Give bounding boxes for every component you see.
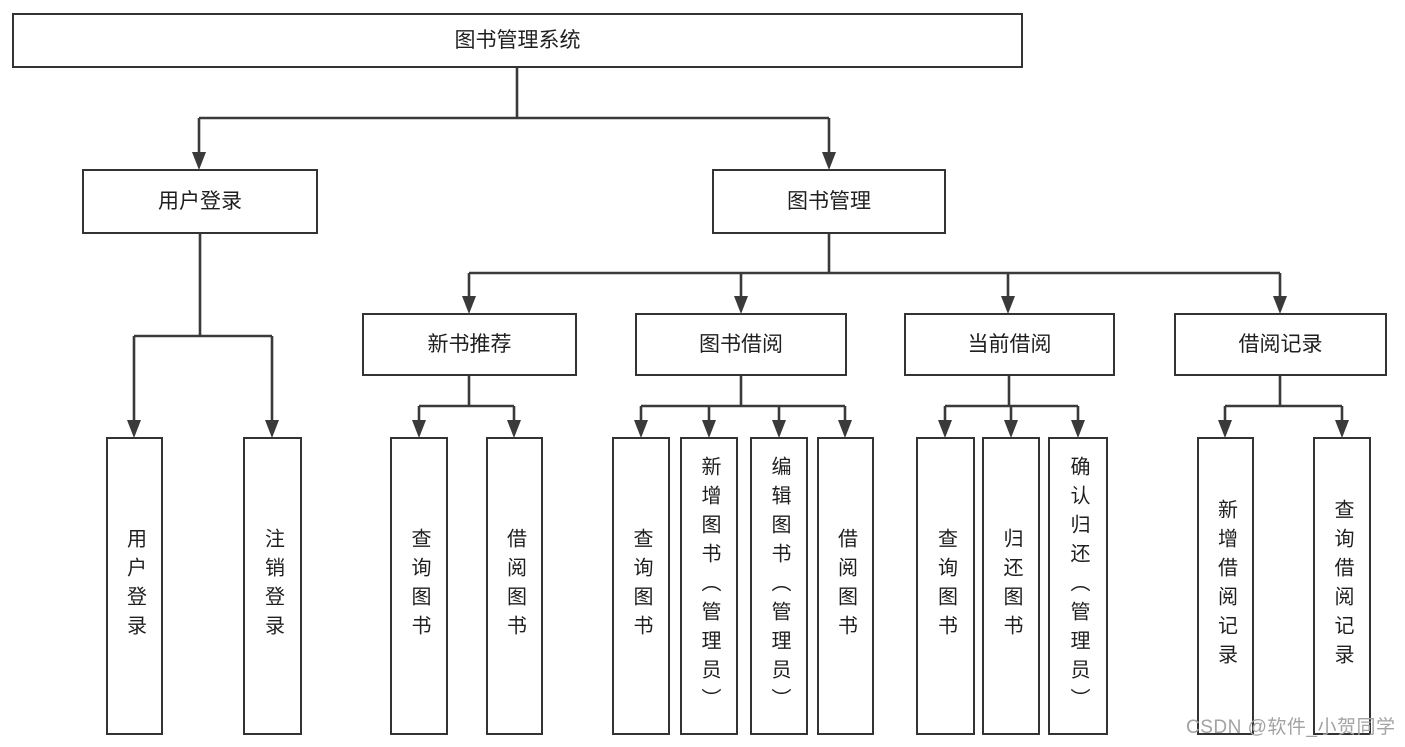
leaf-br-add-record: 新增借阅记录	[1197, 437, 1254, 735]
arrowhead	[265, 420, 279, 438]
node-library-system: 图书管理系统	[12, 13, 1023, 68]
leaf-cb-confirm-return-admin: 确认归还（管理员）	[1048, 437, 1108, 735]
arrowhead	[634, 420, 648, 438]
leaf-cb-query-books: 查询图书	[916, 437, 975, 735]
arrowhead	[192, 152, 206, 170]
connector-bookborrow-to-leaves	[639, 376, 847, 422]
leaf-bb-borrow-books: 借阅图书	[817, 437, 874, 735]
leaf-cb-return-books: 归还图书	[982, 437, 1040, 735]
connector-records-to-leaves	[1223, 376, 1344, 422]
leaf-bb-query-books: 查询图书	[612, 437, 670, 735]
arrowhead	[1335, 420, 1349, 438]
arrowhead	[412, 420, 426, 438]
node-borrowing-records: 借阅记录	[1174, 313, 1387, 376]
node-book-management: 图书管理	[712, 169, 946, 234]
arrowhead	[734, 296, 748, 314]
leaf-nb-query-books: 查询图书	[390, 437, 448, 735]
leaf-nb-borrow-books: 借阅图书	[486, 437, 543, 735]
arrowhead	[462, 296, 476, 314]
leaf-logout: 注销登录	[243, 437, 302, 735]
connector-mgmt-to-level3	[467, 234, 1282, 297]
connector-currentborrow-to-leaves	[943, 376, 1080, 422]
node-user-login: 用户登录	[82, 169, 318, 234]
arrowhead	[1273, 296, 1287, 314]
csdn-watermark: CSDN @软件_小贺同学	[1186, 717, 1396, 738]
leaf-bb-add-books-admin: 新增图书（管理员）	[680, 437, 738, 735]
arrowhead	[822, 152, 836, 170]
node-book-borrowing: 图书借阅	[635, 313, 847, 376]
node-current-borrowing: 当前借阅	[904, 313, 1115, 376]
connector-root-to-level2	[197, 68, 831, 154]
node-new-book-recommend: 新书推荐	[362, 313, 577, 376]
leaf-bb-edit-books-admin: 编辑图书（管理员）	[750, 437, 808, 735]
arrowhead	[838, 420, 852, 438]
arrowhead	[772, 420, 786, 438]
arrowhead	[702, 420, 716, 438]
arrowhead	[938, 420, 952, 438]
arrowhead	[1218, 420, 1232, 438]
leaf-user-login: 用户登录	[106, 437, 163, 735]
arrowhead	[1004, 420, 1018, 438]
connector-newbook-to-leaves	[417, 376, 516, 422]
arrowhead	[1071, 420, 1085, 438]
arrowhead	[127, 420, 141, 438]
connector-login-to-leaves	[132, 234, 274, 422]
arrowhead	[507, 420, 521, 438]
leaf-br-query-record: 查询借阅记录	[1313, 437, 1371, 735]
arrowhead	[1001, 296, 1015, 314]
